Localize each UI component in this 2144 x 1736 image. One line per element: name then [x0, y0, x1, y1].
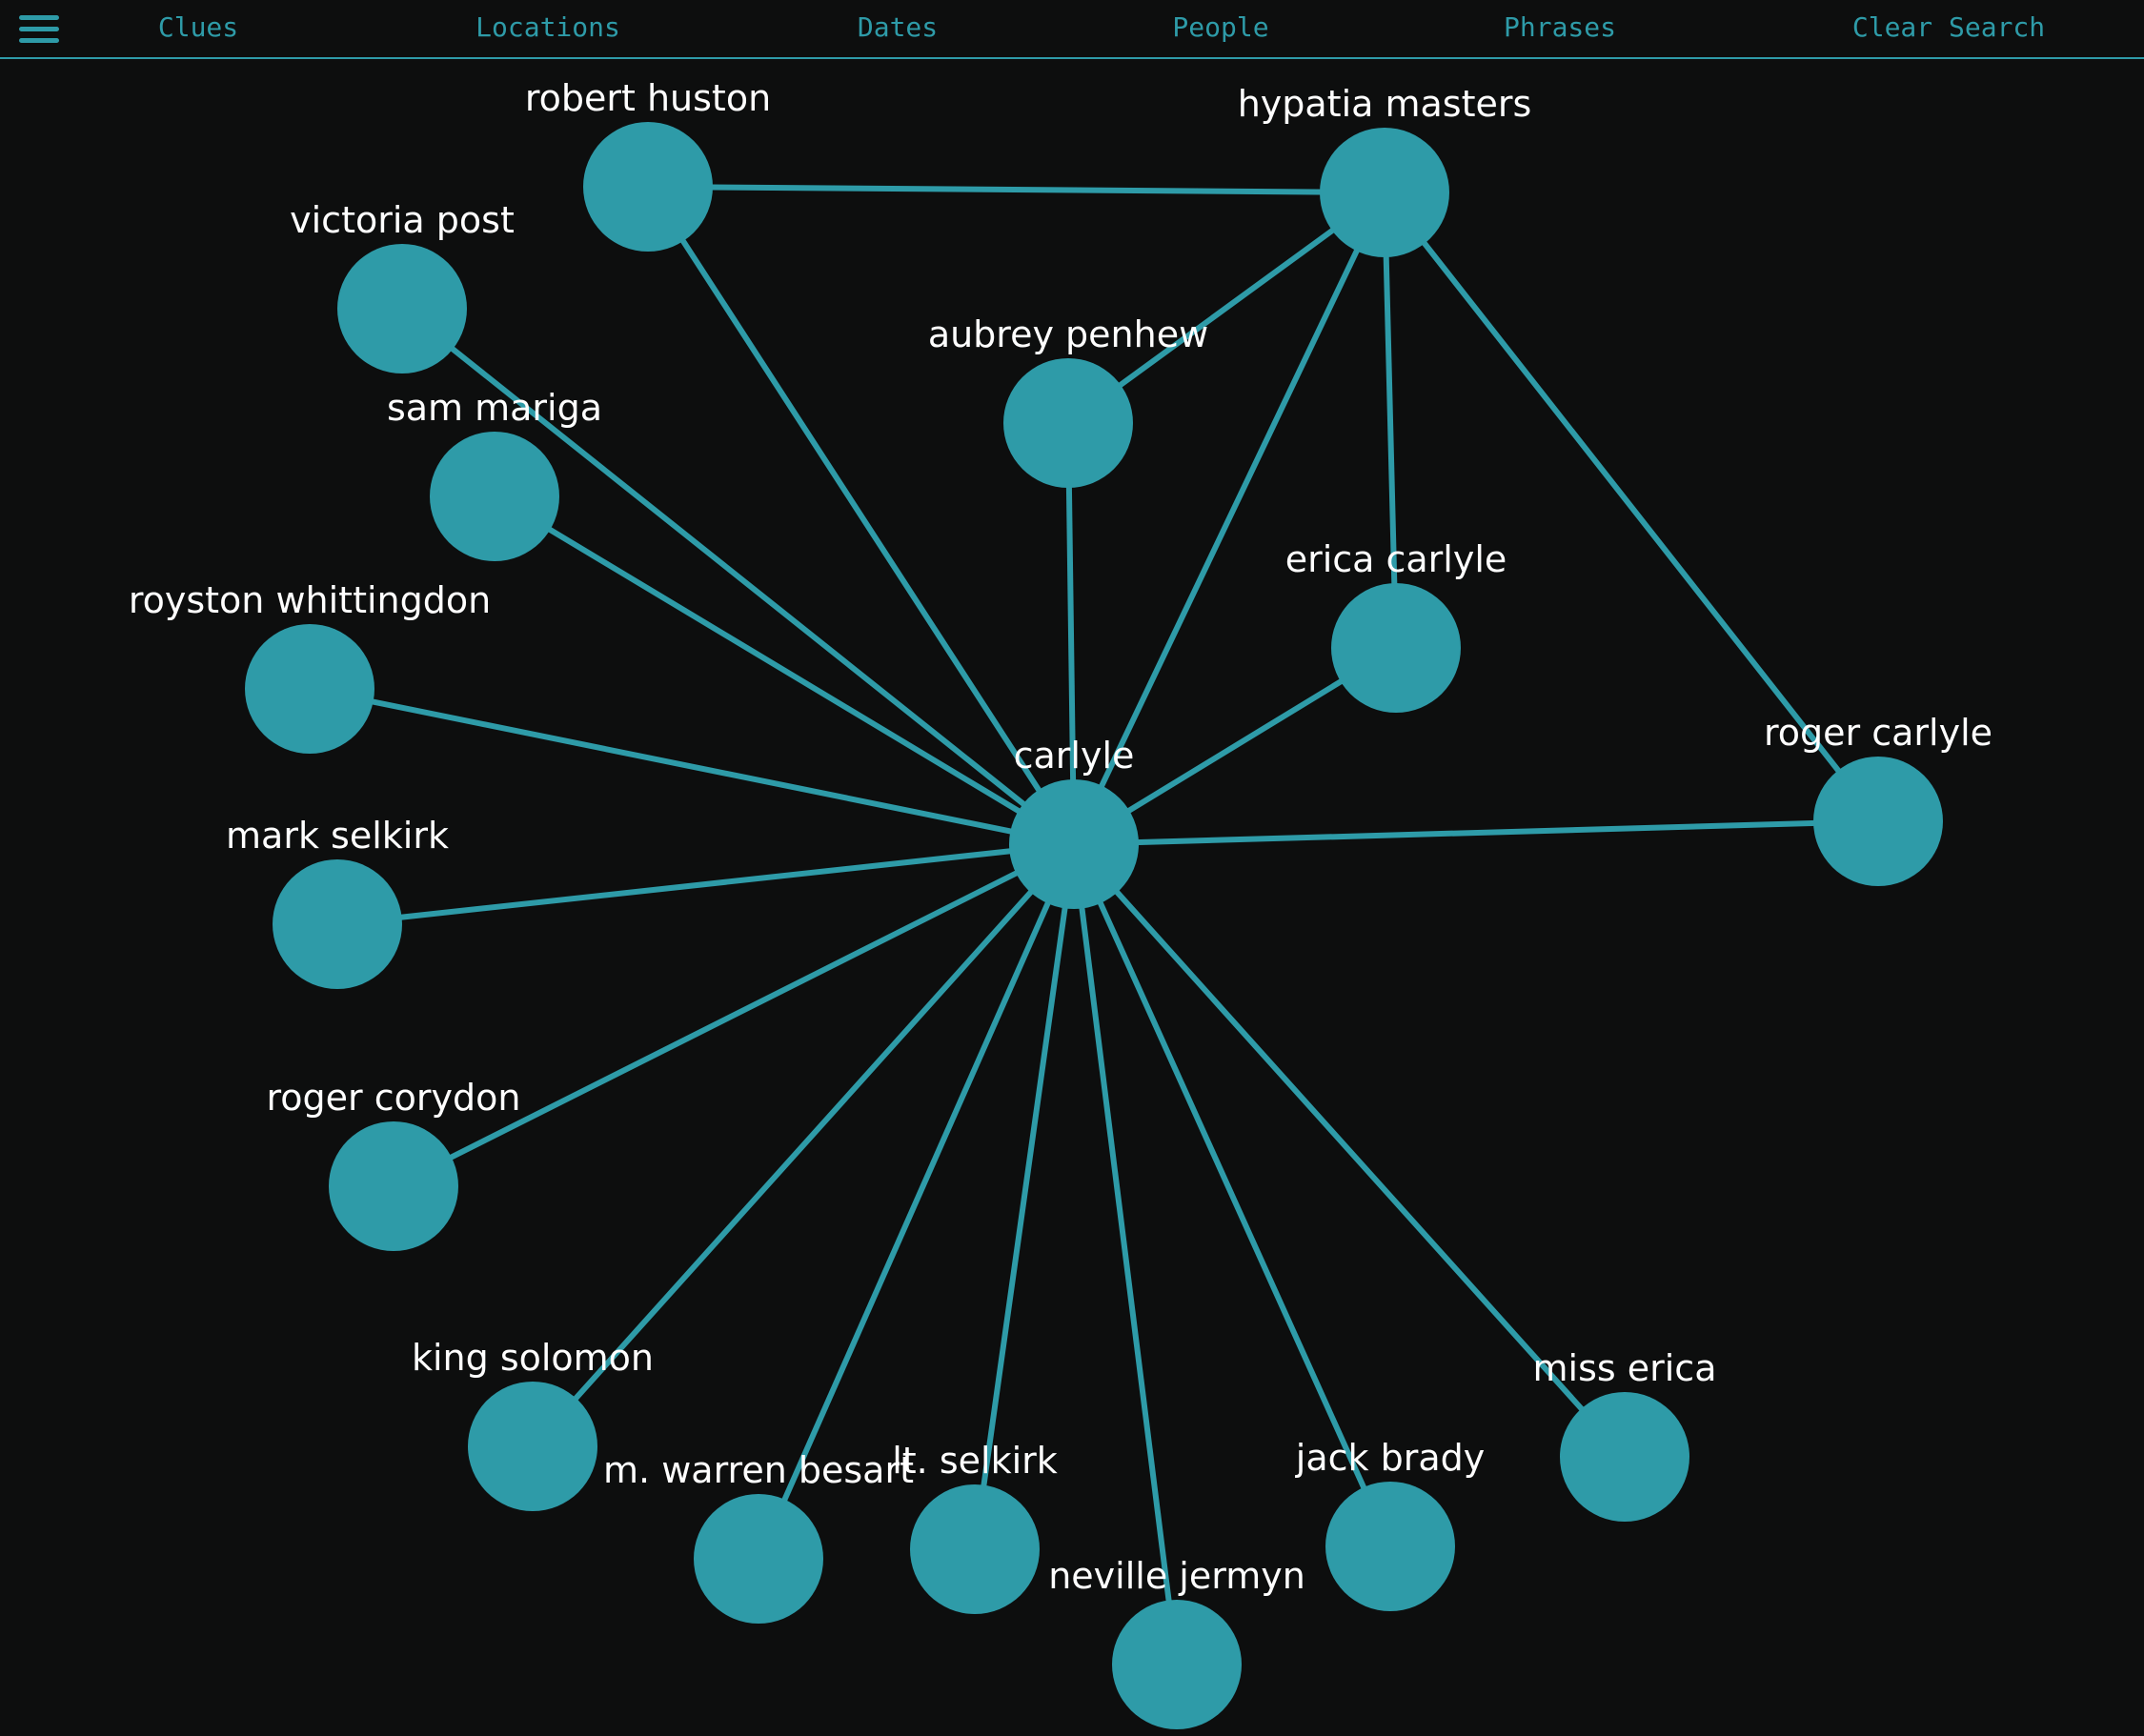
- nav-clues[interactable]: Clues: [157, 11, 239, 43]
- edge-hypatia-masters-roger-carlyle: [1382, 191, 1881, 823]
- nav-locations[interactable]: Locations: [475, 11, 620, 43]
- hamburger-menu-icon[interactable]: [17, 13, 63, 46]
- graph-edges: [309, 184, 1881, 1665]
- node-circle[interactable]: [1003, 358, 1133, 488]
- node-circle[interactable]: [1813, 757, 1943, 886]
- node-mark-selkirk[interactable]: mark selkirk: [226, 815, 449, 989]
- edge-royston-whittingdon-carlyle: [309, 686, 1075, 847]
- edge-roger-carlyle-carlyle: [1073, 818, 1879, 847]
- node-label: carlyle: [1014, 735, 1135, 777]
- node-label: victoria post: [290, 199, 515, 241]
- node-circle[interactable]: [329, 1121, 458, 1251]
- edge-mark-selkirk-carlyle: [336, 841, 1075, 927]
- nav-phrases[interactable]: Phrases: [1503, 11, 1617, 43]
- node-label: jack brady: [1295, 1437, 1485, 1479]
- edge-victoria-post-carlyle: [400, 306, 1076, 847]
- node-label: m. warren besart: [603, 1449, 914, 1491]
- node-label: roger corydon: [267, 1077, 521, 1119]
- node-circle[interactable]: [273, 859, 402, 989]
- node-circle[interactable]: [1325, 1482, 1455, 1611]
- node-circle[interactable]: [583, 122, 713, 252]
- edge-sam-mariga-carlyle: [493, 494, 1076, 847]
- node-carlyle[interactable]: carlyle: [1009, 735, 1139, 909]
- node-circle[interactable]: [430, 432, 559, 561]
- edge-robert-huston-carlyle: [645, 185, 1077, 846]
- node-label: royston whittingdon: [129, 579, 491, 621]
- node-label: hypatia masters: [1238, 83, 1532, 125]
- edge-jack-brady-carlyle: [1071, 842, 1393, 1548]
- node-circle[interactable]: [1560, 1392, 1689, 1522]
- node-label: lt. selkirk: [892, 1440, 1058, 1482]
- nav-dates[interactable]: Dates: [857, 11, 939, 43]
- edge-hypatia-masters-erica-carlyle: [1382, 192, 1399, 649]
- edge-aubrey-penhew-carlyle: [1065, 422, 1077, 845]
- node-circle[interactable]: [910, 1484, 1040, 1614]
- edge-neville-jermyn-carlyle: [1071, 843, 1180, 1665]
- node-label: king solomon: [412, 1337, 654, 1379]
- node-circle[interactable]: [245, 624, 374, 754]
- node-label: erica carlyle: [1285, 538, 1507, 580]
- edge-miss-erica-carlyle: [1071, 841, 1628, 1460]
- node-robert-huston[interactable]: robert huston: [525, 77, 771, 252]
- node-label: roger carlyle: [1764, 712, 1992, 754]
- node-aubrey-penhew[interactable]: aubrey penhew: [928, 313, 1208, 488]
- node-king-solomon[interactable]: king solomon: [412, 1337, 654, 1511]
- node-label: neville jermyn: [1048, 1555, 1305, 1597]
- node-m-warren-besart[interactable]: m. warren besart: [603, 1449, 914, 1624]
- edge-king-solomon-carlyle: [530, 841, 1077, 1449]
- graph-nodes: robert huston hypatia masters victoria pos…: [129, 77, 1992, 1729]
- node-royston-whittingdon[interactable]: royston whittingdon: [129, 579, 491, 754]
- node-circle[interactable]: [468, 1382, 597, 1511]
- node-lt-selkirk[interactable]: lt. selkirk: [892, 1440, 1058, 1614]
- edge-roger-corydon-carlyle: [392, 841, 1076, 1189]
- node-circle[interactable]: [1009, 779, 1139, 909]
- nav-clear-search[interactable]: Clear Search: [1851, 11, 2046, 43]
- node-label: miss erica: [1533, 1347, 1717, 1389]
- node-victoria-post[interactable]: victoria post: [290, 199, 515, 373]
- node-sam-mariga[interactable]: sam mariga: [387, 387, 602, 561]
- node-circle[interactable]: [1331, 583, 1461, 713]
- node-circle[interactable]: [1112, 1600, 1242, 1729]
- node-roger-corydon[interactable]: roger corydon: [267, 1077, 521, 1251]
- node-circle[interactable]: [1320, 128, 1449, 257]
- node-label: robert huston: [525, 77, 771, 119]
- edge-hypatia-masters-aubrey-penhew: [1066, 190, 1386, 426]
- node-neville-jermyn[interactable]: neville jermyn: [1048, 1555, 1305, 1729]
- node-hypatia-masters[interactable]: hypatia masters: [1238, 83, 1532, 257]
- edge-m-warren-besart-carlyle: [756, 842, 1077, 1561]
- node-label: mark selkirk: [226, 815, 449, 857]
- edge-hypatia-masters-carlyle: [1071, 191, 1387, 846]
- node-jack-brady[interactable]: jack brady: [1295, 1437, 1485, 1611]
- edge-lt-selkirk-carlyle: [972, 843, 1077, 1550]
- node-circle[interactable]: [694, 1494, 823, 1624]
- node-label: sam mariga: [387, 387, 602, 429]
- node-erica-carlyle[interactable]: erica carlyle: [1285, 538, 1507, 713]
- node-circle[interactable]: [337, 244, 467, 373]
- node-miss-erica[interactable]: miss erica: [1533, 1347, 1717, 1522]
- top-nav-bar: Clues Locations Dates People Phrases Cle…: [0, 0, 2144, 59]
- edge-robert-huston-hypatia-masters: [647, 184, 1386, 195]
- node-roger-carlyle[interactable]: roger carlyle: [1764, 712, 1992, 886]
- node-label: aubrey penhew: [928, 313, 1208, 355]
- nav-people[interactable]: People: [1172, 11, 1269, 43]
